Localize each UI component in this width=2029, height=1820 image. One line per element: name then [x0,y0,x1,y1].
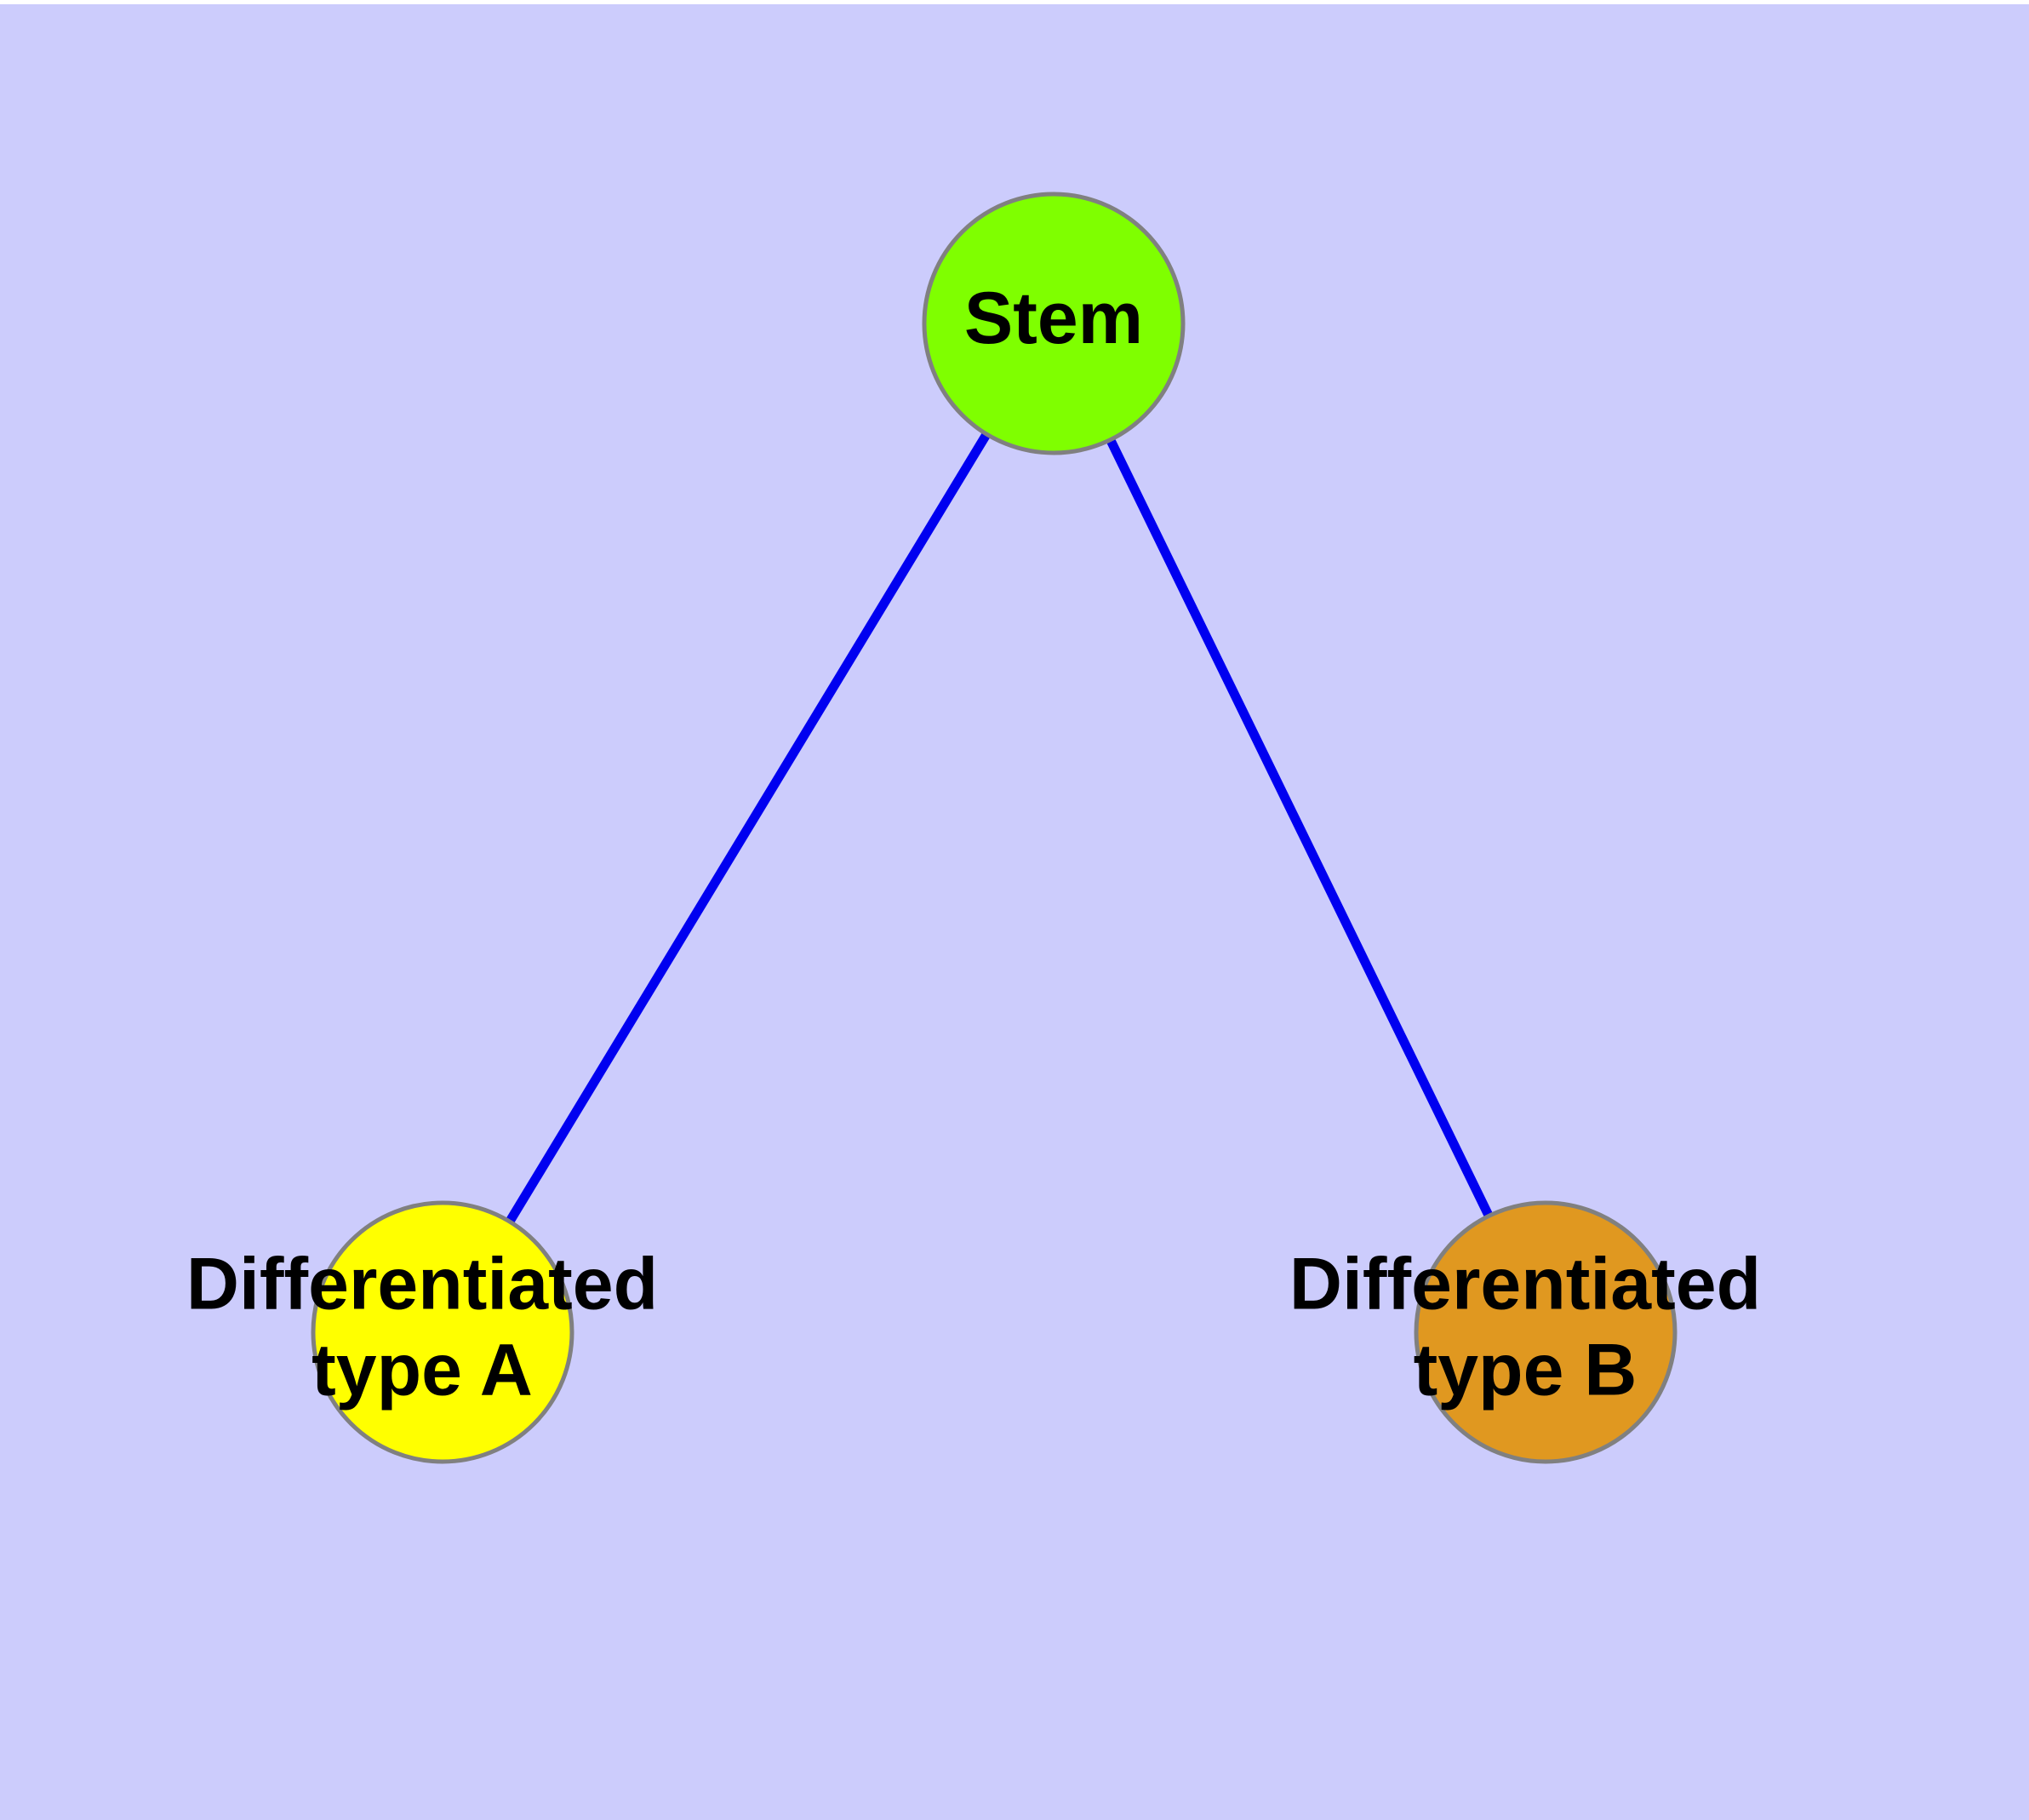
node-label-line: Differentiated [186,1243,658,1325]
node-label-line: type A [311,1329,533,1411]
edges-layer [438,321,1550,1335]
graph-node-stem[interactable] [922,192,1186,455]
graph-node-diff-b[interactable] [1414,1200,1677,1464]
node-label-line: Differentiated [1289,1243,1761,1325]
nodes-layer [311,192,1677,1464]
graph-node-diff-a[interactable] [311,1200,574,1464]
node-label-line: type B [1414,1329,1637,1411]
graph-edge-stem-to-diff-a[interactable] [438,321,1058,1335]
graph-edge-stem-to-diff-b[interactable] [1049,321,1550,1335]
node-label-stem: Stem [964,278,1143,359]
top-white-strip [0,0,2029,4]
node-label-line: Stem [964,278,1143,359]
